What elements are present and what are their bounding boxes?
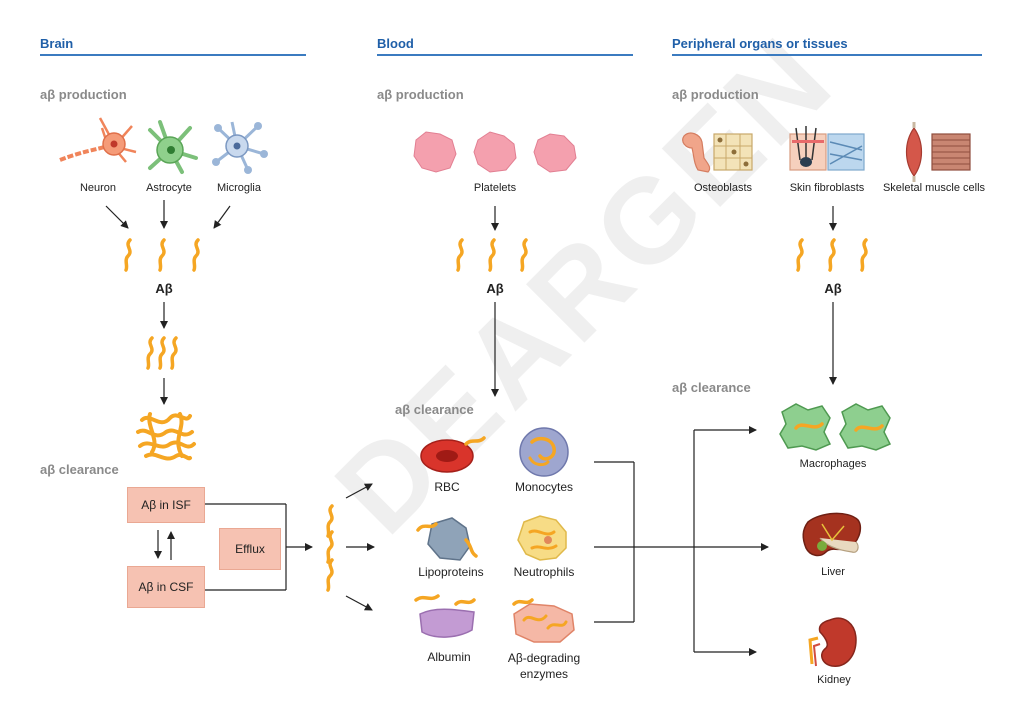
brain-abeta-label: Aβ bbox=[155, 281, 173, 296]
rbc-icon bbox=[420, 436, 486, 473]
brain-production-label: aβ production bbox=[40, 87, 127, 102]
blood-header-rule bbox=[377, 54, 633, 56]
osteoblast-icon bbox=[682, 132, 753, 173]
abeta-plaque-icon bbox=[136, 412, 196, 461]
blood-production-label: aβ production bbox=[377, 87, 464, 102]
brain-clearance-label: aβ clearance bbox=[40, 462, 119, 477]
lipoproteins-label: Lipoproteins bbox=[418, 565, 484, 579]
efflux-abeta-icon bbox=[326, 504, 334, 592]
liver-label: Liver bbox=[821, 566, 845, 578]
skeletal-muscle-icon bbox=[905, 122, 971, 182]
brain-abeta-monomers bbox=[124, 238, 200, 272]
microglia-icon bbox=[212, 121, 268, 174]
albumin-label: Albumin bbox=[427, 650, 471, 664]
osteoblasts-label: Osteoblasts bbox=[693, 182, 753, 194]
neutrophils-label: Neutrophils bbox=[513, 565, 575, 579]
skin-fibroblast-icon bbox=[789, 126, 865, 171]
microglia-label: Microglia bbox=[216, 182, 261, 194]
peripheral-clearance-label: aβ clearance bbox=[672, 380, 751, 395]
astrocyte-icon bbox=[148, 120, 198, 174]
peripheral-header: Peripheral organs or tissues bbox=[672, 36, 848, 51]
blood-abeta-label: Aβ bbox=[486, 281, 504, 296]
kidney-label: Kidney bbox=[817, 674, 851, 686]
peripheral-abeta-label: Aβ bbox=[824, 281, 842, 296]
neuron-label: Neuron bbox=[79, 182, 117, 194]
abeta-csf-box: Aβ in CSF bbox=[127, 566, 205, 608]
blood-clearance-label: aβ clearance bbox=[395, 402, 474, 417]
neutrophil-icon bbox=[517, 515, 567, 561]
kidney-icon bbox=[808, 617, 857, 667]
abeta-isf-box: Aβ in ISF bbox=[127, 487, 205, 523]
liver-icon bbox=[802, 512, 862, 557]
rbc-label: RBC bbox=[434, 480, 460, 494]
peripheral-abeta-monomers bbox=[796, 238, 868, 272]
albumin-icon bbox=[414, 594, 476, 638]
peripheral-header-rule bbox=[672, 54, 982, 56]
blood-header: Blood bbox=[377, 36, 414, 51]
peripheral-production-label: aβ production bbox=[672, 87, 759, 102]
monocytes-label: Monocytes bbox=[514, 480, 574, 494]
enzymes-label: Aβ-degrading enzymes bbox=[507, 651, 581, 681]
macrophages-label: Macrophages bbox=[799, 458, 867, 470]
skin-fibroblasts-label: Skin fibroblasts bbox=[789, 182, 865, 194]
efflux-box: Efflux bbox=[219, 528, 281, 570]
platelet-icons bbox=[413, 131, 577, 173]
skeletal-muscle-label: Skeletal muscle cells bbox=[882, 182, 986, 194]
abeta-oligomer-icon bbox=[146, 336, 178, 370]
macrophage-icon bbox=[779, 403, 892, 451]
brain-header-rule bbox=[40, 54, 306, 56]
astrocyte-label: Astrocyte bbox=[146, 182, 192, 194]
monocyte-icon bbox=[519, 427, 569, 477]
neuron-icon bbox=[59, 117, 137, 163]
lipoprotein-icon bbox=[416, 517, 478, 561]
abeta-degrading-enzyme-icon bbox=[512, 598, 575, 643]
brain-header: Brain bbox=[40, 36, 74, 51]
blood-abeta-monomers bbox=[456, 238, 528, 272]
platelets-label: Platelets bbox=[473, 182, 517, 194]
